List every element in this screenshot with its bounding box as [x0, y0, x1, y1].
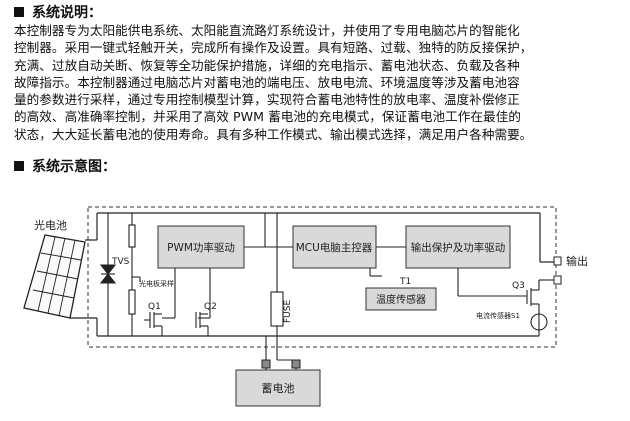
- temp-sensor-label: 温度传感器: [376, 293, 426, 306]
- battery-block: 蓄电池: [235, 359, 321, 407]
- section-title: 系统说明：: [32, 5, 102, 21]
- output-protection-label: 输出保护及功率驱动: [411, 241, 506, 254]
- output-protection-block: 输出保护及功率驱动: [405, 225, 511, 269]
- description-line: 控制器。采用一键式轻触开关，完成所有操作及设置。具有短路、过载、独特的防反接保护…: [14, 40, 533, 56]
- t1-label: T1: [399, 277, 411, 287]
- q1-label: Q1: [148, 302, 161, 312]
- section-title: 系统示意图：: [32, 159, 116, 175]
- description-paragraph: 本控制器专为太阳能供电系统、太阳能直流路灯系统设计，并使用了专用电脑芯片的智能化…: [14, 22, 614, 143]
- description-line: 状态，大大延长蓄电池的使用寿命。具有多种工作模式、输出模式选择，满足用户各种需要…: [14, 126, 533, 142]
- description-line: 充满、过放自动关断、恢复等全功能保护措施，详细的充电指示、蓄电池状态、负载及各种: [14, 57, 520, 73]
- current-sensor-label: 电流传感器S1: [476, 311, 520, 320]
- tvs-label: TVS: [111, 257, 130, 267]
- q2-mosfet-icon: [195, 312, 209, 336]
- fuse-icon: [270, 291, 284, 327]
- mcu-controller-block: MCU电脑主控器: [292, 225, 377, 269]
- temperature-sensor-block: 温度传感器: [365, 287, 437, 311]
- pv-sampling-label: 光电板采样: [139, 279, 174, 288]
- solar-panel-label: 光电池: [34, 218, 67, 232]
- current-sensor-icon: [530, 313, 548, 331]
- controller-boundary: [87, 206, 557, 348]
- q3-label: Q3: [512, 281, 525, 291]
- sampling-resistor-divider: [128, 213, 140, 336]
- pwm-driver-block: PWM功率驱动: [157, 225, 245, 269]
- square-bullet-icon: [14, 161, 24, 171]
- output-terminal-positive: [553, 256, 562, 266]
- square-bullet-icon: [14, 7, 24, 17]
- q3-mosfet-icon: [526, 279, 555, 336]
- output-terminal-negative: [553, 275, 562, 285]
- description-line: 的高效、高准确率控制，并采用了高效 PWM 蓄电池的充电模式，保证蓄电池工作在最…: [14, 109, 521, 125]
- section-system-description-heading: 系统说明：: [14, 2, 102, 22]
- description-line: 故障指示。本控制器通过电脑芯片对蓄电池的端电压、放电电流、环境温度等涉及蓄电池容: [14, 74, 520, 90]
- output-label: 输出: [566, 254, 588, 268]
- battery-label: 蓄电池: [262, 382, 295, 395]
- mcu-label: MCU电脑主控器: [296, 241, 373, 254]
- section-system-diagram-heading: 系统示意图：: [14, 156, 116, 176]
- description-line: 量的参数进行采样，通过专用控制模型计算，实现符合蓄电池特性的放电率、温度补偿修正: [14, 92, 520, 108]
- solar-panel-icon: [23, 234, 86, 319]
- tvs-diode-icon: [99, 213, 117, 336]
- q1-mosfet-icon: [144, 312, 163, 336]
- description-line: 本控制器专为太阳能供电系统、太阳能直流路灯系统设计，并使用了专用电脑芯片的智能化: [14, 23, 520, 38]
- fuse-label: FUSE: [283, 300, 293, 323]
- pwm-driver-label: PWM功率驱动: [167, 241, 235, 254]
- q2-label: Q2: [204, 302, 217, 312]
